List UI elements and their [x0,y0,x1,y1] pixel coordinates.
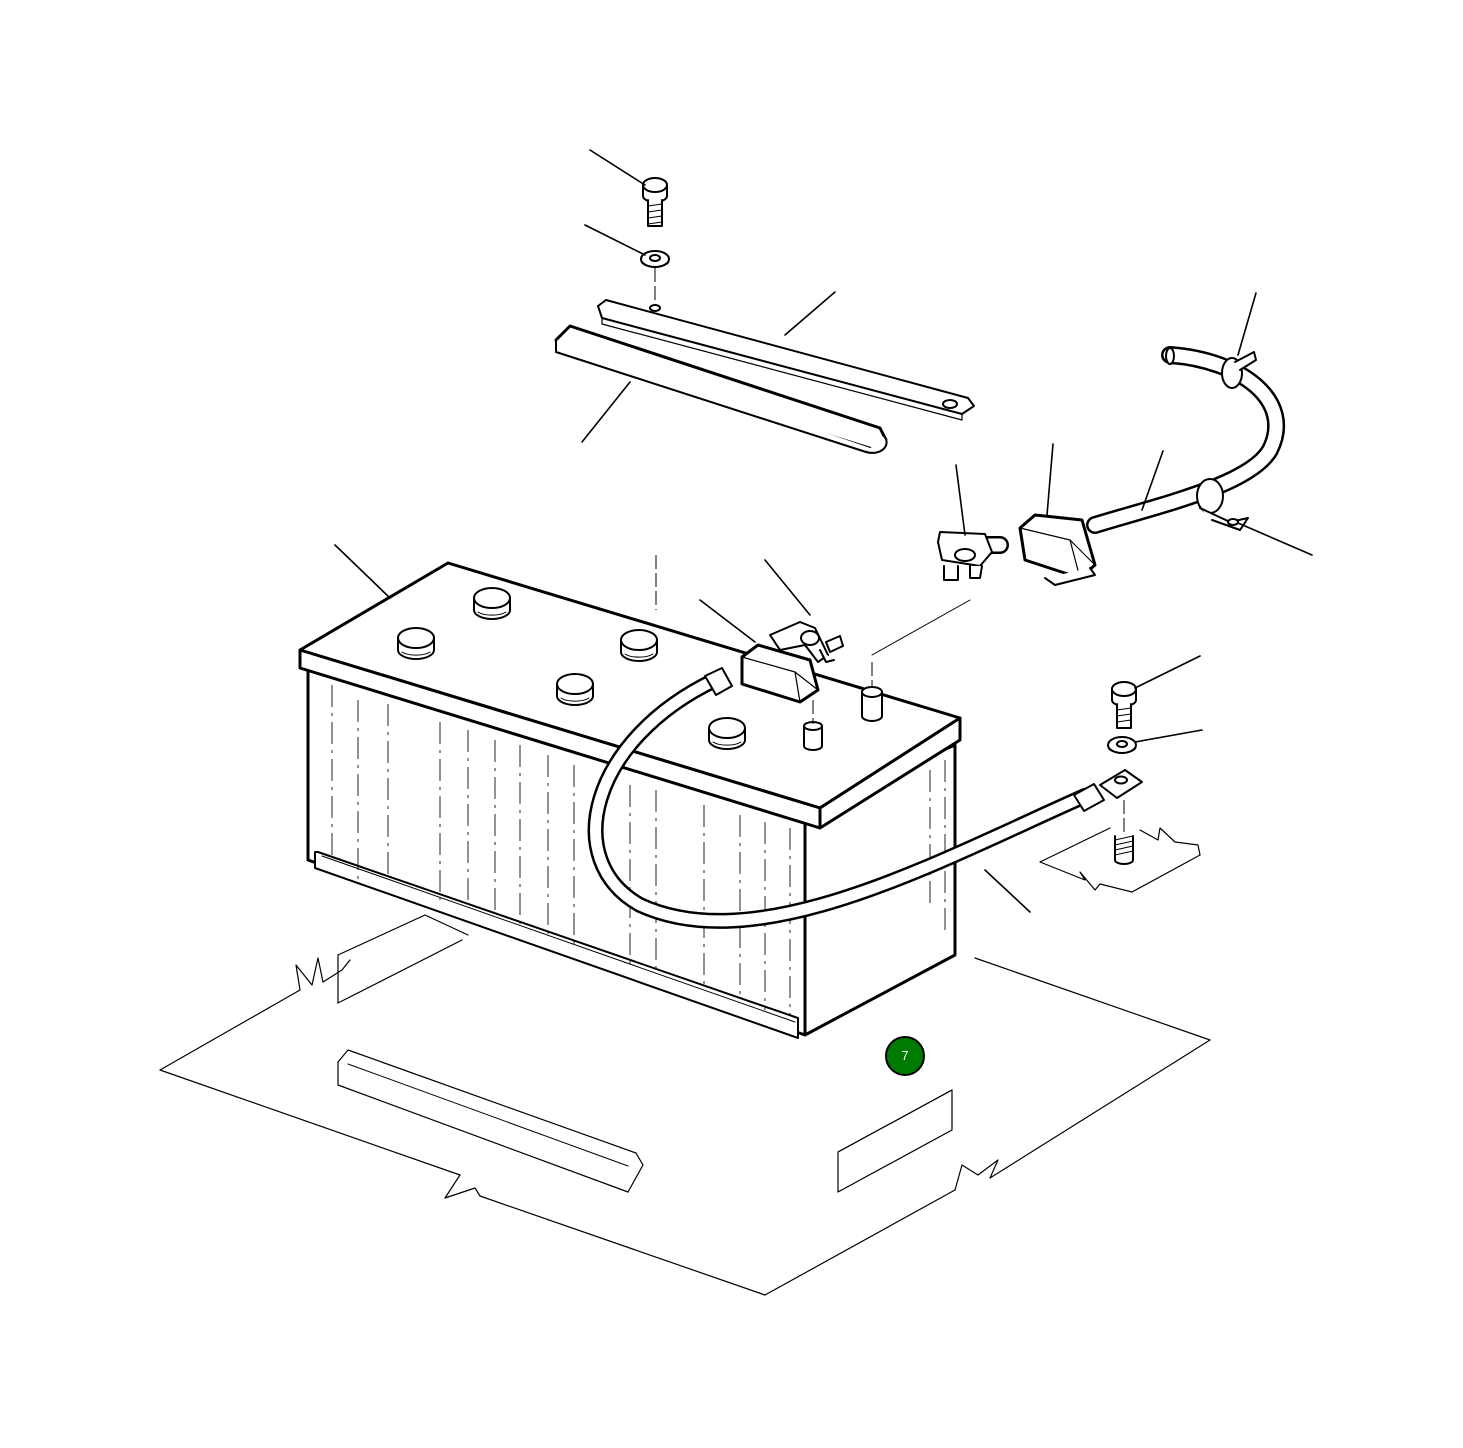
leader-lines [334,149,1313,913]
battery-ground-cable [587,667,1143,929]
positive-terminal-connector [937,531,993,581]
ground-stud-assembly [1039,681,1201,893]
hold-down-bolt [642,177,668,227]
vent-cap [473,587,511,620]
battery-tray-platform [159,914,1211,1296]
vent-cap [556,673,594,706]
battery-vent-caps [397,587,746,750]
hold-down-bar [597,299,975,421]
positive-terminal-cover [1018,513,1097,586]
vent-cap [708,717,746,750]
battery [298,555,962,1039]
callout-hotspot-7[interactable]: 7 [885,1036,925,1076]
hold-down-washer [640,250,670,300]
battery-terminal-posts [803,599,971,751]
hold-down-clamp-strip [554,324,888,454]
cable-tie [1221,351,1257,389]
positive-terminal-clamp [740,621,844,704]
cable-clip [1196,478,1249,531]
vent-cap [397,627,435,660]
vent-cap [620,629,658,662]
